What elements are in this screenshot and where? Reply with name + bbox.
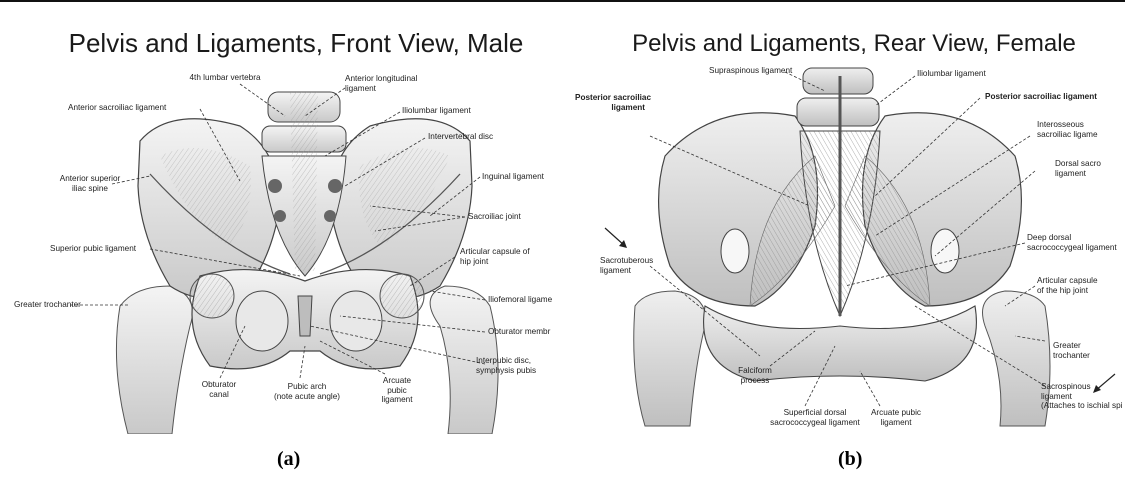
label-sacrospinous-ligament: Sacrospinous ligament (Attaches to ischi…	[1041, 382, 1122, 411]
label-posterior-sacroiliac-ligament-left: Posterior sacroiliac ligament	[575, 93, 645, 112]
label-inguinal-ligament: Inguinal ligament	[482, 172, 544, 182]
top-rule	[0, 0, 1125, 2]
label-supraspinous-ligament: Supraspinous ligament	[709, 66, 792, 76]
rear-pelvis-illustration	[575, 6, 1125, 434]
label-articular-capsule-hip-joint: Articular capsule of hip joint	[460, 247, 530, 266]
label-falciform-process: Falciform process	[725, 366, 785, 385]
label-anterior-sacroiliac-ligament: Anterior sacroiliac ligament	[68, 103, 166, 113]
label-arcuate-pubic-ligament-b: Arcuate pubic ligament	[863, 408, 929, 427]
label-4th-lumbar-vertebra: 4th lumbar vertebra	[165, 73, 285, 83]
label-interosseous-sacroiliac-ligament: Interosseous sacroiliac ligame	[1037, 120, 1098, 139]
label-posterior-sacroiliac-ligament-right: Posterior sacroiliac ligament	[985, 92, 1097, 102]
label-anterior-longitudinal-ligament: Anterior longitudinal ligament	[345, 74, 417, 93]
label-superior-pubic-ligament: Superior pubic ligament	[50, 244, 136, 254]
caption-b: (b)	[838, 448, 862, 471]
label-obturator-membrane: Obturator membr	[488, 327, 550, 337]
label-dorsal-sacroiliac-ligament: Dorsal sacro ligament	[1055, 159, 1101, 178]
caption-a: (a)	[277, 448, 300, 471]
panel-front-view: Pelvis and Ligaments, Front View, Male	[0, 6, 572, 434]
label-intervertebral-disc: Intervertebral disc	[428, 132, 493, 142]
label-iliolumbar-ligament: Iliolumbar ligament	[402, 106, 471, 116]
label-iliofemoral-ligament: Iliofemoral ligame	[488, 295, 552, 305]
label-pubic-arch: Pubic arch (note acute angle)	[262, 382, 352, 401]
label-sacroiliac-joint: Sacroiliac joint	[468, 212, 521, 222]
label-obturator-canal: Obturator canal	[192, 380, 246, 399]
label-iliolumbar-ligament-b: Iliolumbar ligament	[917, 69, 986, 79]
panel-rear-view: Pelvis and Ligaments, Rear View, Female	[575, 6, 1125, 434]
label-greater-trochanter-b: Greater trochanter	[1053, 341, 1090, 360]
label-superficial-dorsal-sacrococcygeal-ligament: Superficial dorsal sacrococcygeal ligame…	[765, 408, 865, 427]
label-anterior-superior-iliac-spine: Anterior superior iliac spine	[40, 174, 140, 193]
label-arcuate-pubic-ligament: Arcuate pubic ligament	[372, 376, 422, 405]
label-sacrotuberous-ligament: Sacrotuberous ligament	[600, 256, 653, 275]
label-interpubic-disc: Interpubic disc, symphysis pubis	[476, 356, 536, 375]
label-deep-dorsal-sacrococcygeal-ligament: Deep dorsal sacrococcygeal ligament	[1027, 233, 1117, 252]
label-articular-capsule-hip-joint-b: Articular capsule of the hip joint	[1037, 276, 1098, 295]
label-greater-trochanter: Greater trochanter	[14, 300, 81, 310]
